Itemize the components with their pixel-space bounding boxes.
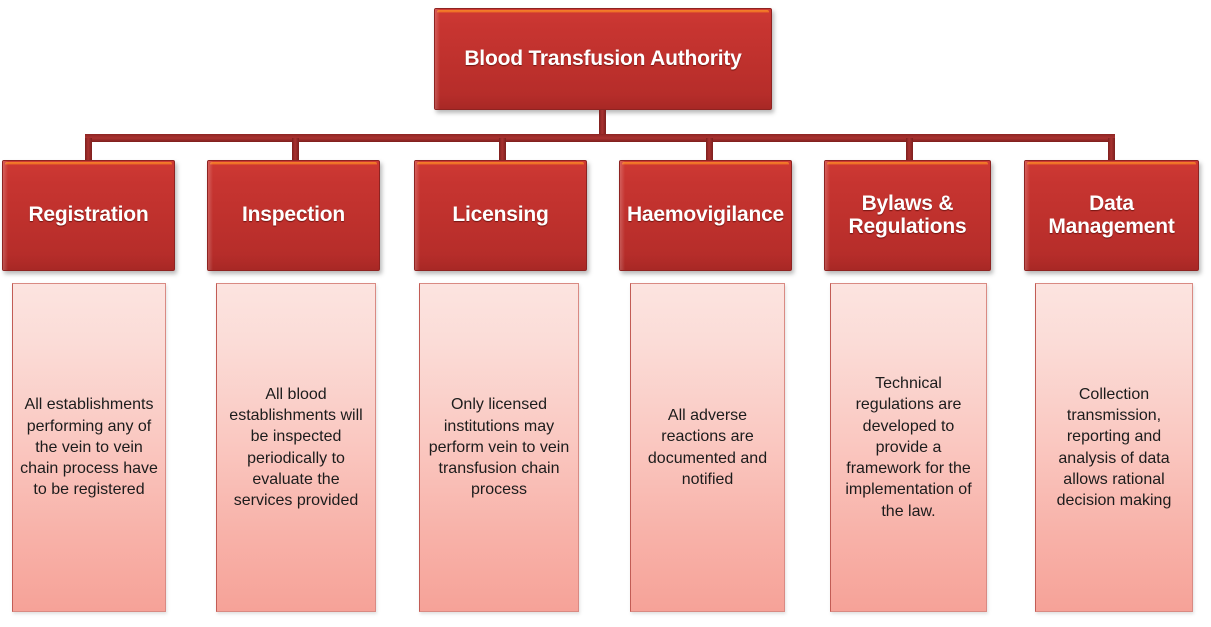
branch-body-registration: All establishments performing any of the… [12,283,166,612]
connector-drop-bylaws-regulations [906,138,913,162]
connector-horizontal-bus [85,134,1115,142]
branch-body-licensing: Only licensed institutions may perform v… [419,283,579,612]
branch-header-inspection[interactable]: Inspection [207,160,380,271]
branch-body-text: All adverse reactions are documented and… [647,406,768,488]
branch-body-inspection: All blood establishments will be inspect… [216,283,376,612]
branch-header-label: Inspection [241,203,345,227]
connector-drop-data-management [1108,138,1115,162]
branch-header-label: Data Management [1048,191,1175,238]
branch-body-text: Collection transmission, reporting and a… [1056,385,1172,510]
branch-header-haemovigilance[interactable]: Haemovigilance [619,160,792,271]
connector-drop-inspection [292,138,299,162]
root-node-label: Blood Transfusion Authority [464,46,742,70]
branch-header-label: Bylaws & Regulations [848,191,967,238]
connector-drop-registration [85,138,92,162]
branch-header-label: Haemovigilance [626,203,785,227]
branch-header-licensing[interactable]: Licensing [414,160,587,271]
connector-drop-licensing [499,138,506,162]
branch-body-data-management: Collection transmission, reporting and a… [1035,283,1193,612]
branch-body-text: Technical regulations are developed to p… [845,375,972,520]
branch-body-bylaws-regulations: Technical regulations are developed to p… [830,283,987,612]
branch-header-label: Registration [28,203,149,227]
connector-drop-haemovigilance [706,138,713,162]
root-node-blood-transfusion-authority[interactable]: Blood Transfusion Authority [434,8,772,110]
branch-header-bylaws-regulations[interactable]: Bylaws & Regulations [824,160,991,271]
connector-root-stem [599,110,606,140]
branch-body-text: All blood establishments will be inspect… [229,385,363,510]
branch-header-data-management[interactable]: Data Management [1024,160,1199,271]
branch-header-registration[interactable]: Registration [2,160,175,271]
branch-body-haemovigilance: All adverse reactions are documented and… [630,283,785,612]
branch-body-text: Only licensed institutions may perform v… [428,396,570,499]
branch-body-text: All establishments performing any of the… [20,396,158,499]
branch-header-label: Licensing [452,203,549,227]
